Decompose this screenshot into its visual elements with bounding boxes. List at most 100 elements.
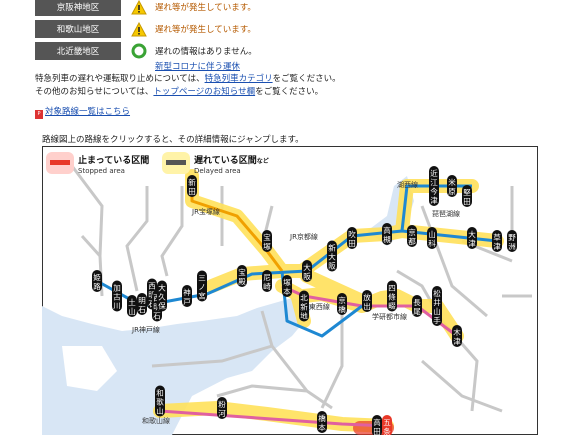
station-pill[interactable] bbox=[302, 260, 312, 282]
station-pill[interactable] bbox=[447, 175, 457, 197]
station-label: 条 bbox=[383, 426, 391, 435]
station-pill[interactable] bbox=[317, 411, 327, 433]
label-biwako: 琵琶湖線 bbox=[432, 209, 460, 218]
warning-icon bbox=[131, 21, 147, 37]
station-label: 塚 bbox=[283, 278, 291, 287]
station-pill[interactable] bbox=[432, 286, 442, 326]
island bbox=[62, 346, 117, 391]
region-label[interactable]: 北近畿地区 bbox=[35, 42, 121, 60]
station-pill[interactable] bbox=[112, 280, 122, 312]
station-pill[interactable] bbox=[197, 270, 207, 302]
station-pill[interactable] bbox=[382, 223, 392, 245]
station-label: 京 bbox=[408, 227, 416, 237]
station-pill[interactable] bbox=[507, 230, 517, 252]
station-label: 田 bbox=[463, 197, 471, 206]
station-label: 山 bbox=[428, 229, 436, 239]
station-label: 久 bbox=[158, 292, 166, 302]
pdf-icon: P bbox=[35, 110, 43, 119]
limited-express-link[interactable]: 特急列車カテゴリ bbox=[204, 74, 273, 84]
station-pill[interactable] bbox=[137, 293, 147, 315]
station-pill[interactable] bbox=[452, 325, 462, 347]
station-label: 木 bbox=[453, 327, 461, 337]
station-pill[interactable] bbox=[372, 415, 382, 435]
station-label: 本 bbox=[283, 286, 291, 296]
station-label: 米 bbox=[448, 177, 456, 187]
station-label: 條 bbox=[388, 292, 396, 302]
station-pill[interactable] bbox=[382, 415, 392, 435]
station-label: 新 bbox=[328, 243, 336, 253]
station-label: 明 bbox=[138, 296, 146, 305]
line-labels[interactable]: JR宝塚線 JR京都線 JR東西線 学研都市線 JR神戸線 湖西線 琵琶湖線 和… bbox=[131, 180, 460, 425]
station-pill[interactable] bbox=[182, 285, 192, 307]
covid-link[interactable]: 新型コロナに伴う運休 bbox=[155, 62, 241, 72]
label-gakken: 学研都市線 bbox=[372, 312, 407, 321]
station-label: 古 bbox=[113, 292, 121, 302]
region-status: 遅れ等が発生しています。 bbox=[155, 25, 256, 35]
station-pill[interactable] bbox=[237, 265, 247, 287]
legend-delayed-jp: 遅れている区間など bbox=[194, 155, 269, 166]
station-label: 橋 bbox=[338, 304, 346, 314]
station-label: 新 bbox=[188, 177, 196, 187]
station-pill[interactable] bbox=[427, 227, 437, 249]
legend-stopped-jp: 止まっている区間 bbox=[78, 154, 149, 166]
station-pill[interactable] bbox=[429, 166, 439, 206]
station-label: 槻 bbox=[383, 234, 391, 244]
station-label: 歌 bbox=[156, 397, 164, 407]
map-instruction: 路線図上の路線をクリックすると、その詳細情報にジャンプします。 bbox=[42, 135, 304, 145]
region-row-keihanshin[interactable]: 京阪神地区 遅れ等が発生しています。 bbox=[35, 0, 256, 16]
station-pill[interactable] bbox=[127, 295, 137, 317]
notice-line-2: その他のお知らせについては、トップページのお知らせ欄をご覧ください。 bbox=[35, 87, 324, 97]
station-pill[interactable] bbox=[327, 240, 337, 272]
region-row-wakayama[interactable]: 和歌山地区 遅れ等が発生しています。 bbox=[35, 20, 256, 38]
station-label: 高 bbox=[383, 225, 391, 235]
station-pill[interactable] bbox=[282, 275, 292, 297]
station-pill[interactable] bbox=[362, 290, 372, 312]
station-label: 吹 bbox=[348, 229, 356, 239]
station-pill[interactable] bbox=[337, 293, 347, 315]
station-pill[interactable] bbox=[492, 230, 502, 252]
station-label: 和 bbox=[156, 389, 164, 398]
station-pill[interactable] bbox=[462, 185, 472, 207]
station-pill[interactable] bbox=[387, 280, 397, 312]
station-label: 田 bbox=[348, 239, 356, 248]
station-pill[interactable] bbox=[467, 227, 477, 249]
region-label[interactable]: 京阪神地区 bbox=[35, 0, 121, 16]
station-label: 長 bbox=[413, 298, 421, 307]
station-label: 明 bbox=[148, 291, 156, 300]
station-label: 大 bbox=[303, 262, 311, 272]
station-pill[interactable] bbox=[92, 270, 102, 292]
station-pill[interactable] bbox=[347, 227, 357, 249]
legend-stopped-en: Stopped area bbox=[78, 167, 125, 175]
station-label: 石 bbox=[153, 312, 161, 321]
station-label: 近 bbox=[430, 168, 438, 178]
region-label[interactable]: 和歌山地区 bbox=[35, 20, 121, 38]
station-pill[interactable] bbox=[299, 290, 309, 322]
label-takarazuka: JR宝塚線 bbox=[191, 207, 220, 216]
route-map[interactable]: 止まっている区間 Stopped area 遅れている区間など Delayed … bbox=[42, 146, 538, 435]
station-label: 宮 bbox=[198, 291, 206, 301]
station-label: 塚 bbox=[263, 242, 271, 251]
station-pill[interactable] bbox=[412, 295, 422, 317]
station-label: ノ bbox=[198, 283, 206, 292]
station-pill[interactable] bbox=[187, 175, 197, 197]
station-label: 阪 bbox=[328, 262, 336, 271]
station-label: 路 bbox=[93, 281, 101, 291]
top-page-notice-link[interactable]: トップページのお知らせ欄 bbox=[153, 87, 256, 97]
station-pill[interactable] bbox=[155, 385, 165, 417]
station-label: 畷 bbox=[388, 301, 396, 311]
station-label: 津 bbox=[430, 196, 438, 205]
station-pill[interactable] bbox=[157, 280, 167, 312]
region-row-kitakinki[interactable]: 北近畿地区 遅れの情報はありません。 bbox=[35, 42, 257, 60]
station-label: 松 bbox=[433, 288, 441, 298]
station-pill[interactable] bbox=[217, 397, 227, 419]
station-pill[interactable] bbox=[262, 230, 272, 252]
ok-circle-icon bbox=[131, 43, 147, 59]
station-label: 三 bbox=[198, 274, 206, 283]
station-pill[interactable] bbox=[262, 270, 272, 292]
station-label: 河 bbox=[218, 409, 226, 418]
station-pill[interactable] bbox=[407, 225, 417, 247]
label-kobe: JR神戸線 bbox=[131, 325, 160, 334]
stations[interactable]: 姫路加古川西明石明石三ノ宮神戸尼崎大阪新大阪吹田高槻京都山科大津草津野洲米原近江… bbox=[92, 166, 517, 435]
station-label: 尾 bbox=[413, 307, 421, 316]
